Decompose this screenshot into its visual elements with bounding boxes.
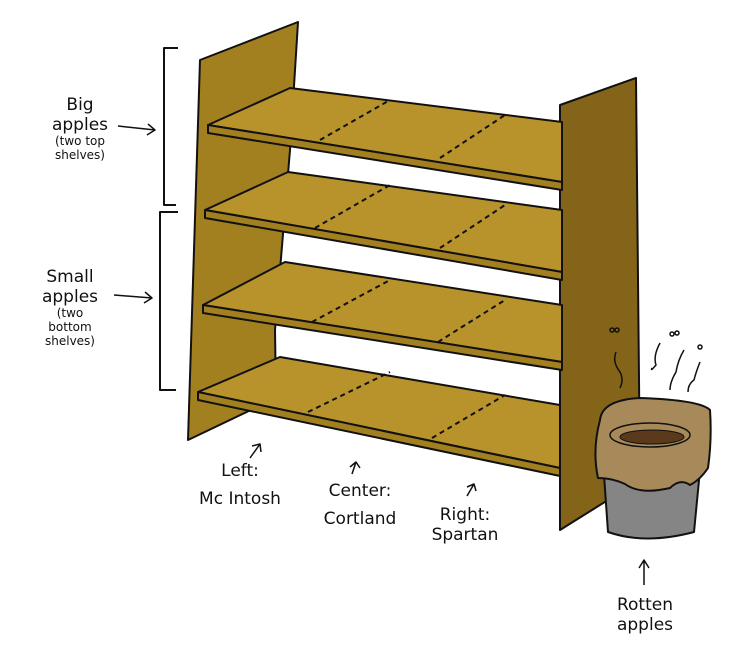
rotten-apples <box>619 429 685 445</box>
shelf-1 <box>207 87 563 191</box>
bracket-small <box>159 211 178 391</box>
shelf-4 <box>197 356 561 477</box>
right-variety: Spartan <box>431 524 499 545</box>
small-apples-note: (two bottom shelves) <box>45 306 95 348</box>
label-big-apples: Big apples (two top shelves) <box>30 95 130 163</box>
right-title: Right: <box>439 505 491 525</box>
big-apples-title: Big apples <box>51 95 109 135</box>
center-variety: Cortland <box>323 508 397 529</box>
small-apples-title: Small apples <box>41 267 99 307</box>
label-center: Center: Cortland <box>305 481 415 529</box>
arrow-icons <box>113 123 650 585</box>
shelf-3 <box>202 261 563 371</box>
bracket-big <box>163 47 178 206</box>
stink-lines-icon <box>609 327 703 393</box>
shelf-2 <box>204 171 563 281</box>
label-rotten: Rotten apples <box>600 595 690 635</box>
left-variety: Mc Intosh <box>199 488 281 509</box>
big-apples-note: (two top shelves) <box>54 134 106 162</box>
rotten-apple-bucket <box>594 397 712 540</box>
left-title: Left: <box>221 461 259 481</box>
label-small-apples: Small apples (two bottom shelves) <box>20 267 120 348</box>
rotten-line2: apples <box>616 614 674 635</box>
label-right: Right: Spartan <box>415 505 515 545</box>
rotten-line1: Rotten <box>616 595 673 615</box>
label-left: Left: Mc Intosh <box>185 461 295 509</box>
center-title: Center: <box>328 481 392 501</box>
